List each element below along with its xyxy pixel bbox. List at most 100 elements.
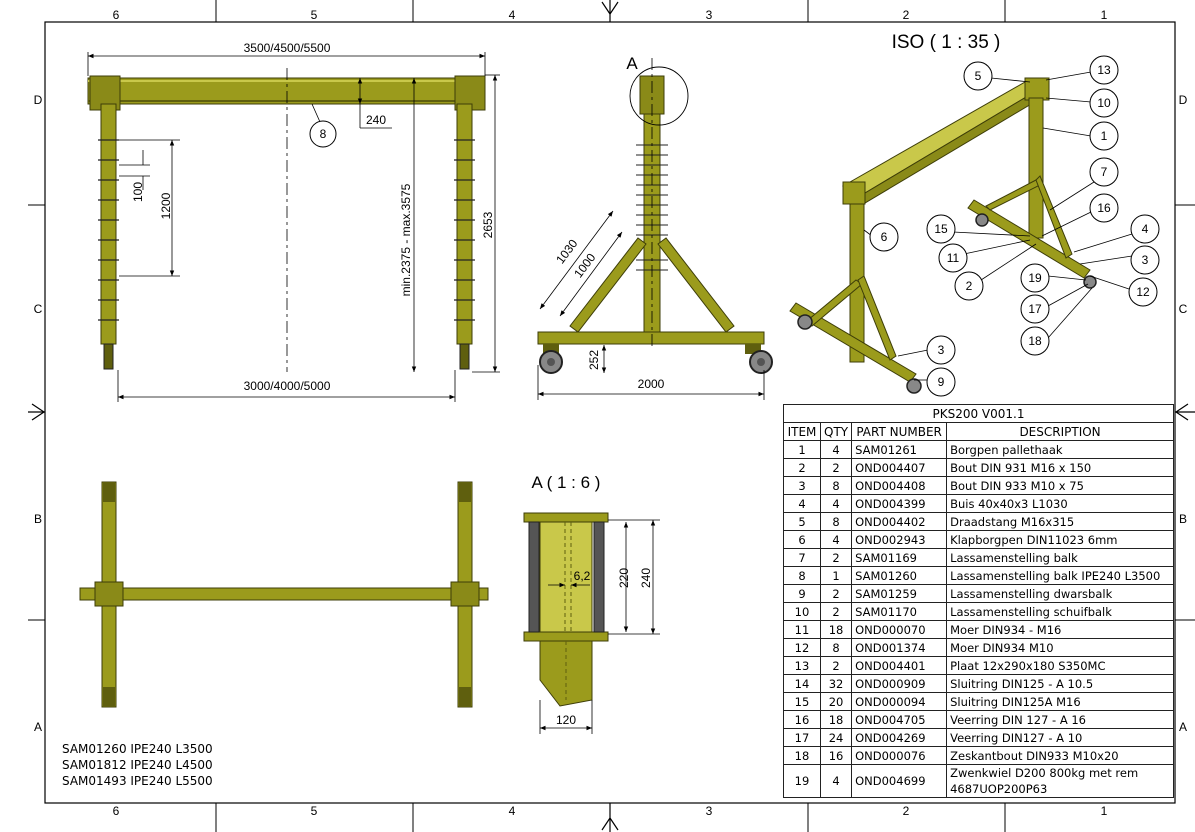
side-strut-right xyxy=(657,237,735,333)
bom-cell-desc: Moer DIN934 M10 xyxy=(946,638,1174,657)
bom-cell-desc: Buis 40x40x3 L1030 xyxy=(946,494,1174,513)
detail-a-label: A xyxy=(626,54,638,73)
bom-cell-item: 18 xyxy=(783,746,821,765)
iso-balloons: 5 13 10 1 7 16 4 3 12 15 11 2 19 xyxy=(869,55,1160,397)
bom-cell-part: SAM01260 xyxy=(851,566,948,585)
zone-top-1: 1 xyxy=(1101,8,1108,22)
balloon-iso-6: 6 xyxy=(881,230,888,244)
front-top-beam xyxy=(87,77,486,105)
bom-cell-qty: 1 xyxy=(819,566,853,585)
balloon-iso-13: 13 xyxy=(1097,63,1111,77)
top-view xyxy=(79,481,489,708)
zone-top-6: 6 xyxy=(113,8,120,22)
bom-cell-item: 3 xyxy=(783,476,821,495)
bom-cell-item: 1 xyxy=(783,440,821,459)
dim-wheel-height: 252 xyxy=(587,350,601,370)
bom-cell-qty: 2 xyxy=(819,584,853,603)
balloon-iso-17: 17 xyxy=(1028,302,1042,316)
balloon-iso-15: 15 xyxy=(934,222,948,236)
zone-right-c: C xyxy=(1179,302,1188,316)
bom-cell-item: 17 xyxy=(783,728,821,747)
balloon-iso-2: 2 xyxy=(966,279,973,293)
dim-lift-range: min.2375 - max.3575 xyxy=(399,183,413,296)
bom-header-qty: QTY xyxy=(819,422,853,441)
zone-right-d: D xyxy=(1179,93,1188,107)
bom-cell-qty: 18 xyxy=(819,620,853,639)
balloon-front-8-label: 8 xyxy=(320,127,327,141)
dim-outer-height: 240 xyxy=(639,568,653,588)
bom-cell-qty: 32 xyxy=(819,674,853,693)
iso-view: ISO ( 1 : 35 ) xyxy=(789,32,1160,397)
bom-cell-part: OND004402 xyxy=(851,512,948,531)
bom-cell-part: OND000076 xyxy=(851,746,948,765)
zone-top-5: 5 xyxy=(311,8,318,22)
bom-header-part: PART NUMBER xyxy=(851,422,948,441)
bom-cell-desc: Veerring DIN127 - A 10 xyxy=(946,728,1174,747)
zone-bottom-4: 4 xyxy=(509,804,516,818)
bom-header-description: DESCRIPTION xyxy=(946,422,1174,441)
bom-cell-part: OND004407 xyxy=(851,458,948,477)
dim-beam-height: 240 xyxy=(366,113,386,127)
bom-cell-qty: 2 xyxy=(819,548,853,567)
side-strut-left xyxy=(569,237,647,333)
balloon-iso-7: 7 xyxy=(1101,165,1108,179)
bom-cell-part: OND000070 xyxy=(851,620,948,639)
bom-cell-item: 10 xyxy=(783,602,821,621)
bom-cell-qty: 8 xyxy=(819,638,853,657)
bom-cell-item: 9 xyxy=(783,584,821,603)
balloon-iso-5: 5 xyxy=(975,69,982,83)
top-beam xyxy=(79,587,489,601)
side-base xyxy=(537,331,765,345)
bom-cell-desc: Lassamenstelling balk IPE240 L3500 xyxy=(946,566,1174,585)
bom-cell-qty: 18 xyxy=(819,710,853,729)
zone-bottom-1: 1 xyxy=(1101,804,1108,818)
bom-cell-part: OND000094 xyxy=(851,692,948,711)
bom-cell-part: SAM01259 xyxy=(851,584,948,603)
balloon-iso-10: 10 xyxy=(1097,96,1111,110)
dim-front-width-top: 3500/4500/5500 xyxy=(244,41,331,55)
iso-title: ISO ( 1 : 35 ) xyxy=(892,32,1001,53)
bill-of-materials: PKS200 V001.1 ITEM QTY PART NUMBER DESCR… xyxy=(783,404,1174,798)
beam-notes: SAM01260 IPE240 L3500 SAM01812 IPE240 L4… xyxy=(62,741,213,789)
bom-cell-part: SAM01170 xyxy=(851,602,948,621)
bom-cell-part: OND000909 xyxy=(851,674,948,693)
bom-cell-item: 19 xyxy=(783,764,821,798)
bom-desc-line: Zwenkwiel D200 800kg met rem xyxy=(950,766,1139,780)
zone-right-a: A xyxy=(1179,720,1187,734)
bom-header-item: ITEM xyxy=(783,422,821,441)
bom-cell-item: 4 xyxy=(783,494,821,513)
bom-cell-part: OND004408 xyxy=(851,476,948,495)
dim-strut-outer: 1030 xyxy=(553,236,580,266)
balloon-iso-3a: 3 xyxy=(1142,253,1149,267)
bom-cell-part: SAM01169 xyxy=(851,548,948,567)
bom-cell-item: 13 xyxy=(783,656,821,675)
bom-cell-part: OND004399 xyxy=(851,494,948,513)
zone-bottom-3: 3 xyxy=(706,804,713,818)
bom-cell-qty: 20 xyxy=(819,692,853,711)
bom-cell-item: 16 xyxy=(783,710,821,729)
bom-cell-qty: 2 xyxy=(819,458,853,477)
bom-cell-part: OND004269 xyxy=(851,728,948,747)
bom-cell-qty: 4 xyxy=(819,530,853,549)
bom-cell-desc: Moer DIN934 - M16 xyxy=(946,620,1174,639)
bom-cell-item: 6 xyxy=(783,530,821,549)
bom-cell-part: SAM01261 xyxy=(851,440,948,459)
bom-cell-desc: Bout DIN 931 M16 x 150 xyxy=(946,458,1174,477)
detail-a-view: A ( 1 : 6 ) 6,2 220 240 120 xyxy=(523,473,660,734)
iso-right-base xyxy=(967,199,1091,279)
dim-hole-range: 1200 xyxy=(159,192,173,219)
balloon-iso-11: 11 xyxy=(947,251,960,265)
zone-top-4: 4 xyxy=(509,8,516,22)
